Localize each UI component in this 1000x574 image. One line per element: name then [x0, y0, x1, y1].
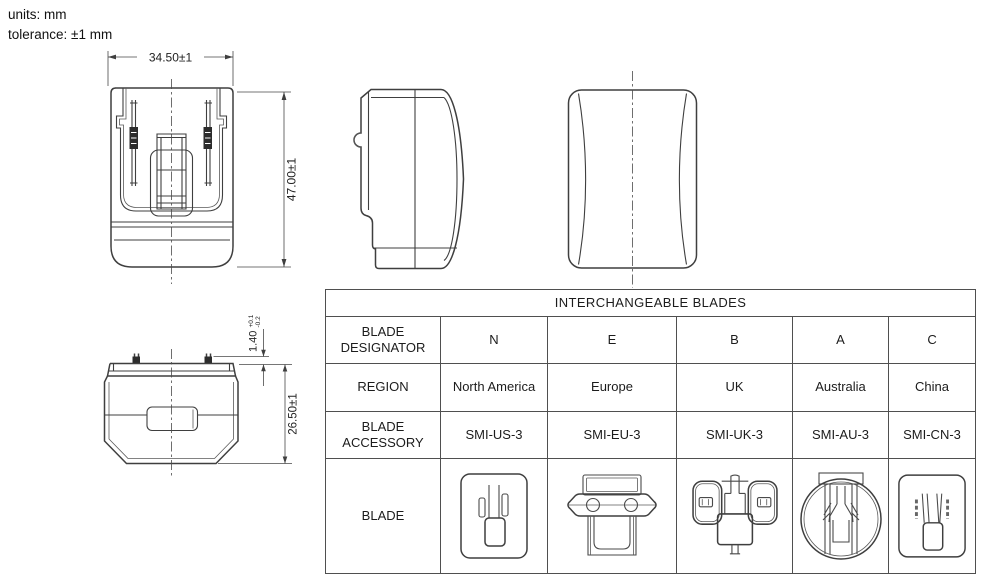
accessory-smi-eu-3: SMI-EU-3	[547, 411, 677, 459]
region-europe: Europe	[547, 363, 677, 412]
side-outline	[353, 88, 465, 270]
designator-n: N	[440, 316, 548, 364]
pin-tol-lower-label: -0.2	[255, 316, 262, 328]
height-dimension: 47.00±1	[237, 91, 299, 268]
designator-c: C	[887, 316, 977, 364]
bottom-latch	[146, 406, 199, 432]
cap-strip	[106, 362, 237, 377]
right-rail	[203, 100, 212, 186]
depth-dimension-label: 26.50±1	[288, 393, 300, 435]
tolerance-note: tolerance: ±1 mm	[8, 26, 113, 42]
mounting-pins	[132, 353, 212, 364]
accessory-smi-us-3: SMI-US-3	[440, 411, 548, 459]
region-china: China	[887, 363, 977, 412]
region-uk: UK	[676, 363, 793, 412]
width-dimension: 34.50±1	[107, 51, 234, 86]
accessory-smi-cn-3: SMI-CN-3	[887, 411, 977, 459]
region-north-america: North America	[440, 363, 548, 412]
release-bump	[353, 132, 362, 148]
depth-dimension: 26.50±1	[218, 364, 300, 464]
pin-height-label: 1.40	[248, 331, 260, 352]
designator-e: E	[547, 316, 677, 364]
drawing-notes: units: mm tolerance: ±1 mm	[8, 5, 112, 44]
height-dimension-label: 47.00±1	[285, 158, 299, 202]
row-header-blade-designator: BLADE DESIGNATOR	[325, 316, 441, 364]
region-australia: Australia	[792, 363, 889, 412]
units-note: units: mm	[8, 7, 67, 22]
uk-blade-icon	[691, 474, 778, 555]
width-dimension-label: 34.50±1	[149, 51, 193, 65]
left-rail	[129, 100, 138, 186]
pin-tol-upper-label: +0.1	[248, 314, 255, 327]
us-blade-icon	[460, 473, 528, 559]
row-header-blade: BLADE	[325, 458, 441, 574]
row-header-blade-accessory: BLADE ACCESSORY	[325, 411, 441, 459]
table-title: INTERCHANGEABLE BLADES	[324, 289, 977, 317]
side-view-drawing	[353, 88, 465, 270]
interchangeable-blades-table: INTERCHANGEABLE BLADES BLADE DESIGNATOR …	[324, 289, 977, 574]
cn-blade-icon	[898, 474, 966, 558]
designator-a: A	[792, 316, 889, 364]
accessory-smi-uk-3: SMI-UK-3	[676, 411, 793, 459]
bottom-view-drawing: 1.40 +0.1 -0.2 26.50±1	[103, 314, 300, 477]
pin-height-dimension: 1.40 +0.1 -0.2	[213, 314, 292, 386]
au-blade-icon	[799, 472, 882, 560]
back-view-drawing	[567, 71, 698, 288]
front-outline	[110, 87, 234, 268]
front-view-drawing: 34.50±1 47.00±1	[107, 51, 299, 284]
row-header-region: REGION	[325, 363, 441, 412]
accessory-smi-au-3: SMI-AU-3	[792, 411, 889, 459]
eu-blade-icon	[567, 474, 657, 556]
bottom-outline	[103, 375, 239, 465]
designator-b: B	[676, 316, 793, 364]
